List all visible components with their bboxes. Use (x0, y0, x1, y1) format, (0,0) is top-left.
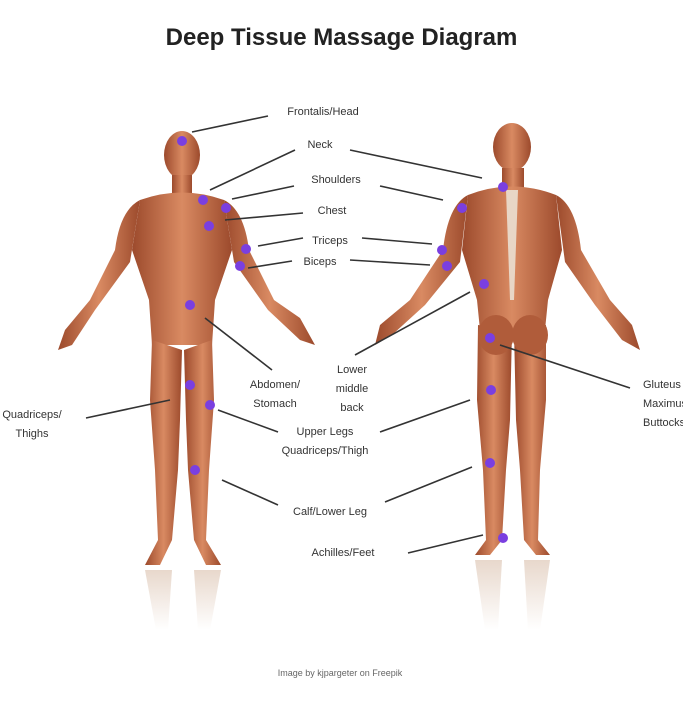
point-gluteus (485, 333, 495, 343)
label-line: Abdomen/ (249, 379, 301, 391)
point-quadriceps (185, 380, 195, 390)
label-quadriceps: Quadriceps/Thighs (2, 406, 61, 444)
point-chest (204, 221, 214, 231)
point-triceps-back (437, 245, 447, 255)
point-shoulder-back (457, 203, 467, 213)
point-biceps-back (442, 261, 452, 271)
label-line: Maximus (642, 398, 683, 410)
label-abdomen: Abdomen/Stomach (250, 376, 300, 414)
point-hamstring (486, 385, 496, 395)
massage-points (177, 136, 508, 543)
label-line: Lower (337, 364, 367, 376)
point-calf-back (485, 458, 495, 468)
label-line: Quadriceps/ (2, 409, 62, 421)
label-shoulders: Shoulders (311, 174, 361, 186)
label-triceps: Triceps (312, 235, 348, 247)
label-line: Quadriceps/Thigh (281, 445, 369, 457)
point-upper-leg (205, 400, 215, 410)
label-biceps: Biceps (303, 256, 337, 268)
leader-lines (85, 115, 631, 554)
image-credit: Image by kjpargeter on Freepik (277, 668, 403, 678)
label-line: Upper Legs (296, 426, 354, 438)
point-abdomen (185, 300, 195, 310)
point-neck-back (498, 182, 508, 192)
label-neck: Neck (307, 139, 333, 151)
point-neck (198, 195, 208, 205)
point-shoulder (221, 203, 231, 213)
point-biceps (235, 261, 245, 271)
label-calf: Calf/Lower Leg (293, 506, 367, 518)
label-line: back (340, 402, 364, 414)
front-reflection (145, 570, 221, 630)
label-achilles: Achilles/Feet (311, 547, 375, 559)
point-triceps (241, 244, 251, 254)
label-line: middle (335, 383, 369, 395)
label-frontalis: Frontalis/Head (287, 106, 359, 118)
diagram-title: Deep Tissue Massage Diagram (165, 24, 518, 51)
back-reflection (475, 560, 550, 630)
point-achilles (498, 533, 508, 543)
front-body-figure (58, 131, 315, 565)
point-calf-front (190, 465, 200, 475)
label-line: Gluteus (642, 379, 681, 391)
label-line: Thighs (15, 428, 49, 440)
label-line: Stomach (253, 398, 297, 410)
label-chest: Chest (317, 205, 347, 217)
label-lower-back: Lower middle back (336, 361, 368, 418)
label-line: Buttocks (642, 417, 683, 429)
point-lower-back (479, 279, 489, 289)
point-frontalis (177, 136, 187, 146)
